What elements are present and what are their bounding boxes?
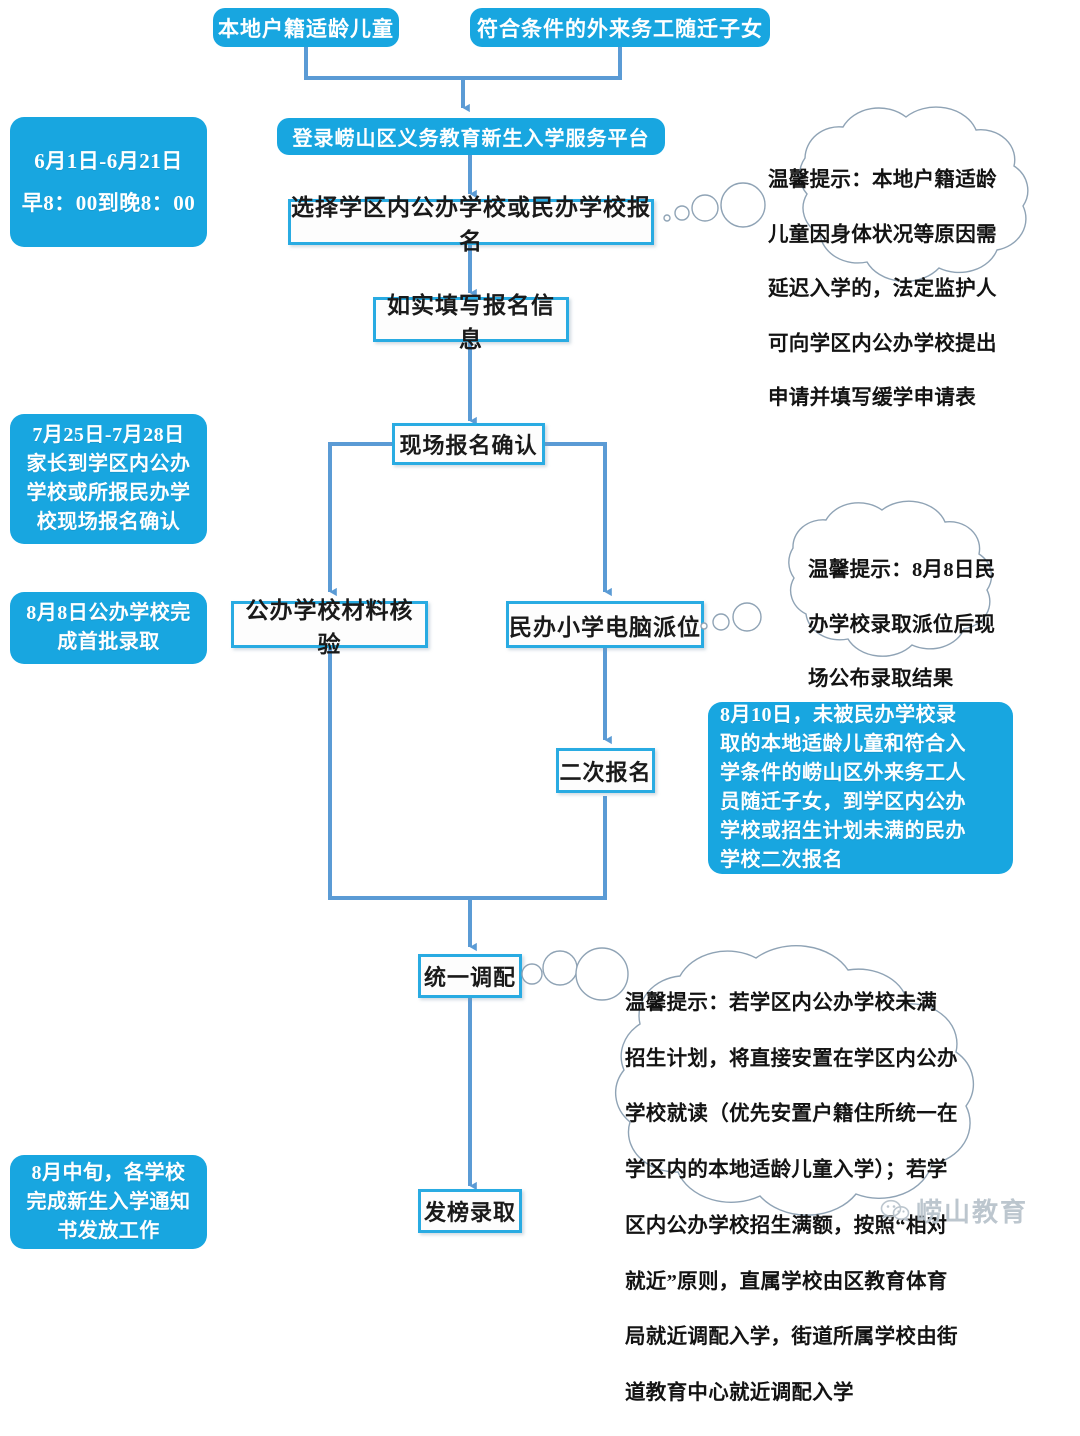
cloud-defer-line-4: 可向学区内公办学校提出 — [768, 332, 997, 355]
cloud-defer-line-2: 儿童因身体状况等原因需 — [768, 223, 997, 246]
cloud-defer-line-5: 申请并填写缓学申请表 — [768, 387, 976, 410]
note-aug10-line-2: 取的本地适龄儿童和符合入 — [720, 733, 966, 755]
node-select-school[interactable]: 选择学区内公办学校或民办学校报名 — [288, 195, 654, 254]
note-july-confirm-text: 7月25日-7月28日 家长到学区内公办 学校或所报民办学 校现场报名确认 — [10, 421, 207, 537]
node-platform-login[interactable]: 登录崂山区义务教育新生入学服务平台 — [277, 118, 665, 155]
cloud-alloc-line-8: 道教育中心就近调配入学 — [625, 1382, 854, 1405]
cloud-defer-text: 温馨提示：本地户籍适龄 儿童因身体状况等原因需 延迟入学的，法定监护人 可向学区… — [768, 140, 1054, 440]
node-migrant-children-label: 符合条件的外来务工随迁子女 — [477, 16, 763, 41]
node-private-lottery-label: 民办小学电脑派位 — [509, 614, 701, 640]
node-select-school-label: 选择学区内公办学校或民办学校报名 — [291, 195, 651, 254]
note-aug10-text: 8月10日，未被民办学校录 取的本地适龄儿童和符合入 学条件的崂山区外来务工人 … — [720, 701, 1001, 875]
cloud-lottery-line-3: 场公布录取结果 — [808, 668, 954, 691]
cloud-lottery-line-1: 温馨提示：8月8日民 — [808, 559, 996, 582]
node-public-verify-label: 公办学校材料核验 — [245, 597, 414, 657]
note-aug8-line-2: 成首批录取 — [57, 631, 160, 653]
cloud-alloc-line-4: 学区内的本地适龄儿童入学）；若学 — [625, 1159, 948, 1182]
node-fill-info[interactable]: 如实填写报名信息 — [373, 293, 569, 352]
wechat-icon — [880, 1199, 911, 1223]
note-july-line-2: 家长到学区内公办 — [26, 453, 191, 475]
note-augmid-line-3: 书发放工作 — [57, 1219, 160, 1242]
flowchart-canvas: 本地户籍适龄儿童 符合条件的外来务工随迁子女 登录崂山区义务教育新生入学服务平台… — [10, 8, 1080, 1404]
note-july-line-3: 学校或所报民办学 — [26, 482, 191, 504]
note-aug-mid-notice-text: 8月中旬，各学校 完成新生入学通知 书发放工作 — [10, 1159, 207, 1246]
cloud-defer-line-3: 延迟入学的，法定监护人 — [768, 278, 997, 301]
node-unified-allocation-label: 统一调配 — [423, 965, 516, 990]
cloud-alloc-line-5: 区内公办学校招生满额，按照“相对 — [625, 1214, 948, 1237]
node-public-verify[interactable]: 公办学校材料核验 — [231, 598, 428, 657]
cloud-defer-line-1: 温馨提示：本地户籍适龄 — [768, 169, 997, 192]
watermark: 崂山教育 — [880, 1192, 1028, 1229]
node-final-admission-label: 发榜录取 — [423, 1200, 516, 1225]
node-second-apply-label: 二次报名 — [559, 759, 652, 785]
note-june-line-2: 早8：00到晚8：00 — [21, 191, 196, 215]
cloud-lottery-result: 温馨提示：8月8日民 办学校录取派位后现 场公布录取结果 — [695, 500, 1065, 690]
note-augmid-line-1: 8月中旬，各学校 — [31, 1161, 186, 1184]
node-final-admission[interactable]: 发榜录取 — [418, 1189, 522, 1233]
note-july-line-4: 校现场报名确认 — [36, 511, 181, 533]
note-aug10-line-4: 员随迁子女，到学区内公办 — [720, 791, 966, 813]
cloud-alloc-line-1: 温馨提示：若学区内公办学校未满 — [625, 991, 937, 1014]
note-aug-mid-notice: 8月中旬，各学校 完成新生入学通知 书发放工作 — [10, 1155, 207, 1249]
cloud-alloc-line-6: 就近”原则，直属学校由区教育体育 — [625, 1270, 948, 1293]
note-aug10-second-apply: 8月10日，未被民办学校录 取的本地适龄儿童和符合入 学条件的崂山区外来务工人 … — [708, 702, 1013, 874]
note-aug8-first-batch: 8月8日公办学校完 成首批录取 — [10, 592, 207, 664]
watermark-label: 崂山教育 — [916, 1198, 1029, 1227]
cloud-lottery-line-2: 办学校录取派位后现 — [808, 613, 996, 636]
note-aug10-line-5: 学校或招生计划未满的民办 — [720, 820, 966, 842]
note-june-window-text: 6月1日-6月21日 早8：00到晚8：00 — [10, 146, 207, 219]
node-onsite-confirm[interactable]: 现场报名确认 — [392, 423, 545, 465]
cloud-lottery-text: 温馨提示：8月8日民 办学校录取派位后现 场公布录取结果 — [808, 530, 1036, 721]
node-local-children[interactable]: 本地户籍适龄儿童 — [213, 8, 399, 47]
note-aug10-line-6: 学校二次报名 — [720, 849, 843, 871]
note-aug8-line-1: 8月8日公办学校完 — [26, 602, 191, 624]
node-private-lottery[interactable]: 民办小学电脑派位 — [506, 601, 704, 648]
cloud-lottery-shape — [700, 500, 993, 657]
note-augmid-line-2: 完成新生入学通知 — [26, 1190, 191, 1213]
cloud-defer-enrollment: 温馨提示：本地户籍适龄 儿童因身体状况等原因需 延迟入学的，法定监护人 可向学区… — [655, 106, 1080, 409]
cloud-defer-shape — [663, 106, 1029, 283]
node-local-children-label: 本地户籍适龄儿童 — [218, 16, 394, 41]
note-aug10-line-3: 学条件的崂山区外来务工人 — [720, 762, 966, 784]
node-fill-info-label: 如实填写报名信息 — [387, 292, 555, 352]
node-onsite-confirm-label: 现场报名确认 — [399, 433, 538, 458]
cloud-alloc-line-3: 学校就读（优先安置户籍住所统一在 — [625, 1103, 958, 1126]
cloud-alloc-line-2: 招生计划，将直接安置在学区内公办 — [625, 1047, 958, 1070]
wechat-icon-glyph — [880, 1199, 911, 1222]
note-june-line-1: 6月1日-6月21日 — [34, 148, 183, 173]
note-july-line-1: 7月25日-7月28日 — [32, 424, 185, 446]
note-aug8-first-batch-text: 8月8日公办学校完 成首批录取 — [10, 599, 207, 657]
note-june-window: 6月1日-6月21日 早8：00到晚8：00 — [10, 117, 207, 247]
node-platform-login-label: 登录崂山区义务教育新生入学服务平台 — [292, 128, 650, 150]
cloud-alloc-line-7: 局就近调配入学，街道所属学校由街 — [625, 1326, 958, 1349]
node-unified-allocation[interactable]: 统一调配 — [418, 954, 522, 998]
cloud-allocation-shape — [521, 945, 975, 1216]
node-migrant-children[interactable]: 符合条件的外来务工随迁子女 — [470, 8, 770, 47]
note-july-confirm: 7月25日-7月28日 家长到学区内公办 学校或所报民办学 校现场报名确认 — [10, 414, 207, 544]
note-aug10-line-1: 8月10日，未被民办学校录 — [720, 704, 957, 726]
node-second-apply[interactable]: 二次报名 — [556, 748, 655, 793]
